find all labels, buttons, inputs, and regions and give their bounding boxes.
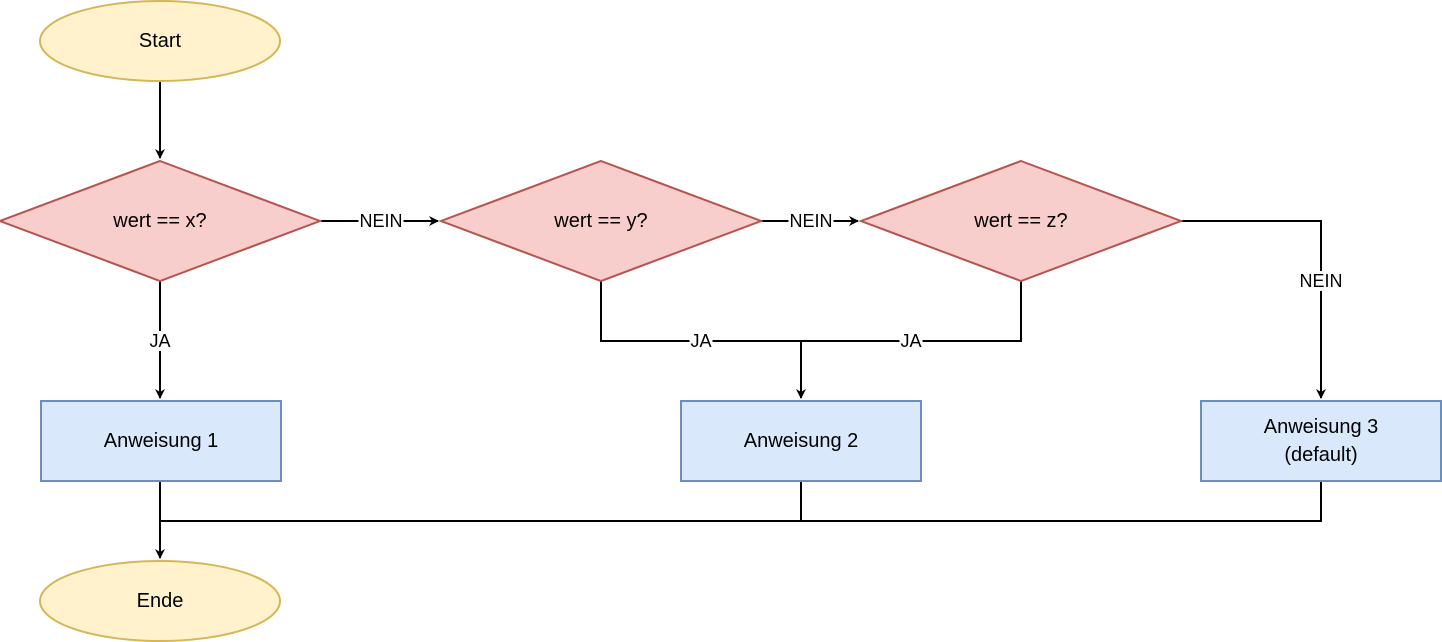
decision-y-label: wert == y? xyxy=(553,210,647,232)
action-3-label-line1: Anweisung 3 xyxy=(1264,416,1379,438)
node-decision-x: wert == x? xyxy=(0,159,323,283)
edges xyxy=(155,82,1326,559)
action-3-shape xyxy=(1200,400,1442,482)
edge-label-x-yes: JA xyxy=(148,331,172,351)
edge-label-y-no: NEIN xyxy=(788,211,834,231)
edge-label-y-no-text: NEIN xyxy=(789,211,832,231)
decision-x-shape xyxy=(0,159,323,283)
end-terminal-shape xyxy=(39,560,281,642)
edge-label-x-no-text: NEIN xyxy=(359,211,402,231)
start-label: Start xyxy=(139,30,182,52)
action-2-label: Anweisung 2 xyxy=(744,430,859,452)
end-label: Ende xyxy=(137,590,184,612)
action-1-shape xyxy=(40,400,282,482)
edge-label-z-no-text: NEIN xyxy=(1299,271,1342,291)
edge-label-y-yes: JA xyxy=(689,331,713,351)
edge-label-y-yes-text: JA xyxy=(690,331,711,351)
node-action-3: Anweisung 3 (default) xyxy=(1200,400,1442,482)
edge-label-z-yes-text: JA xyxy=(900,331,921,351)
action-2-shape xyxy=(680,400,922,482)
decision-z-label: wert == z? xyxy=(973,210,1067,232)
node-action-1: Anweisung 1 xyxy=(40,400,282,482)
node-end: Ende xyxy=(39,560,281,642)
edge-action-3-to-end xyxy=(801,481,1322,522)
edge-label-z-no: NEIN xyxy=(1298,271,1344,291)
action-3-label-line2: (default) xyxy=(1284,444,1357,466)
edge-label-x-yes-text: JA xyxy=(149,331,170,351)
node-action-2: Anweisung 2 xyxy=(680,400,922,482)
edge-label-z-yes: JA xyxy=(899,331,923,351)
decision-z-shape xyxy=(858,159,1184,283)
edge-decision-z-to-action-3 xyxy=(1181,220,1326,399)
decision-y-shape xyxy=(438,159,764,283)
node-start: Start xyxy=(39,0,281,82)
edge-label-x-no: NEIN xyxy=(358,211,404,231)
edge-action-2-to-end xyxy=(160,481,802,522)
edge-labels: NEIN JA NEIN JA JA NEIN xyxy=(148,211,1344,351)
action-1-label: Anweisung 1 xyxy=(104,430,219,452)
edge-decision-z-to-action-2 xyxy=(801,281,1022,342)
node-decision-y: wert == y? xyxy=(438,159,764,283)
start-terminal-shape xyxy=(39,0,281,82)
decision-x-label: wert == x? xyxy=(112,210,206,232)
node-decision-z: wert == z? xyxy=(858,159,1184,283)
